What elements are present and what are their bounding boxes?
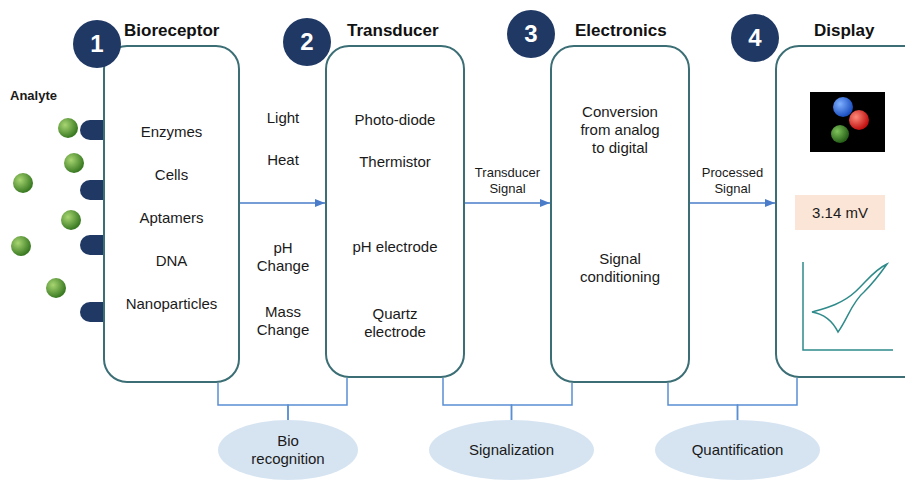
box-item: Nanoparticles	[105, 295, 238, 313]
stage-oval: Signalization	[429, 420, 594, 480]
box-item: Enzymes	[105, 123, 238, 141]
bracket-line	[218, 383, 288, 420]
flow-arrow	[465, 202, 550, 204]
stage-oval: Quantification	[655, 420, 820, 480]
value-text: 3.14 mV	[812, 204, 868, 222]
analyte-particles	[11, 118, 84, 298]
flow-arrow	[690, 202, 775, 204]
callout-number: 1	[90, 30, 103, 58]
box-item: Cells	[105, 166, 238, 184]
number-circle: 2	[283, 18, 331, 66]
oval-text: Signalization	[469, 441, 554, 459]
receptor-shapes	[80, 120, 104, 322]
signal-label: Heat	[252, 151, 314, 169]
stage-box: BioreceptorEnzymesCellsAptamersDNANanopa…	[103, 45, 240, 383]
oval-text: Bio recognition	[243, 432, 333, 468]
number-circle: 3	[507, 10, 555, 58]
box-item: pH electrode	[327, 238, 463, 256]
stage-box: TransducerPhoto-diodeThermistorpH electr…	[325, 45, 465, 378]
callout-number: 4	[748, 24, 761, 52]
signal-label: pH Change	[253, 239, 313, 275]
oval-text: Quantification	[692, 441, 784, 459]
number-circle: 1	[73, 20, 121, 68]
box-heading: Transducer	[347, 21, 439, 41]
signal-label: Light	[252, 109, 314, 127]
box-item: Aptamers	[105, 209, 238, 227]
number-circle: 4	[731, 14, 779, 62]
bracket-line	[512, 383, 573, 420]
callout-number: 2	[300, 28, 313, 56]
box-item: Photo-diode	[327, 111, 463, 129]
box-item: DNA	[105, 252, 238, 270]
box-item: Signal conditioning	[575, 250, 665, 286]
flow-arrow	[240, 202, 325, 204]
callout-number: 3	[524, 20, 537, 48]
rgb-sphere-image	[810, 92, 885, 152]
stage-box: ElectronicsConversion from analog to dig…	[550, 45, 690, 383]
stage-box: Display3.14 mV	[775, 45, 905, 378]
bracket-line	[668, 383, 738, 420]
signal-label: Mass Change	[253, 303, 313, 339]
box-item: Conversion from analog to digital	[575, 103, 665, 157]
bracket-line	[738, 378, 798, 420]
box-item: Thermistor	[327, 153, 463, 171]
box-heading: Electronics	[575, 21, 667, 41]
box-heading: Bioreceptor	[124, 21, 219, 41]
edge-label: Transducer Signal	[468, 165, 548, 197]
bracket-line	[288, 378, 347, 420]
edge-label: Processed Signal	[693, 165, 773, 197]
box-item: Quartz electrode	[345, 305, 445, 341]
value-box: 3.14 mV	[795, 195, 885, 230]
voltammogram-graph	[803, 262, 893, 350]
stage-oval: Bio recognition	[218, 420, 359, 480]
bracket-line	[443, 378, 512, 420]
analyte-label: Analyte	[10, 87, 80, 105]
box-heading: Display	[814, 21, 874, 41]
